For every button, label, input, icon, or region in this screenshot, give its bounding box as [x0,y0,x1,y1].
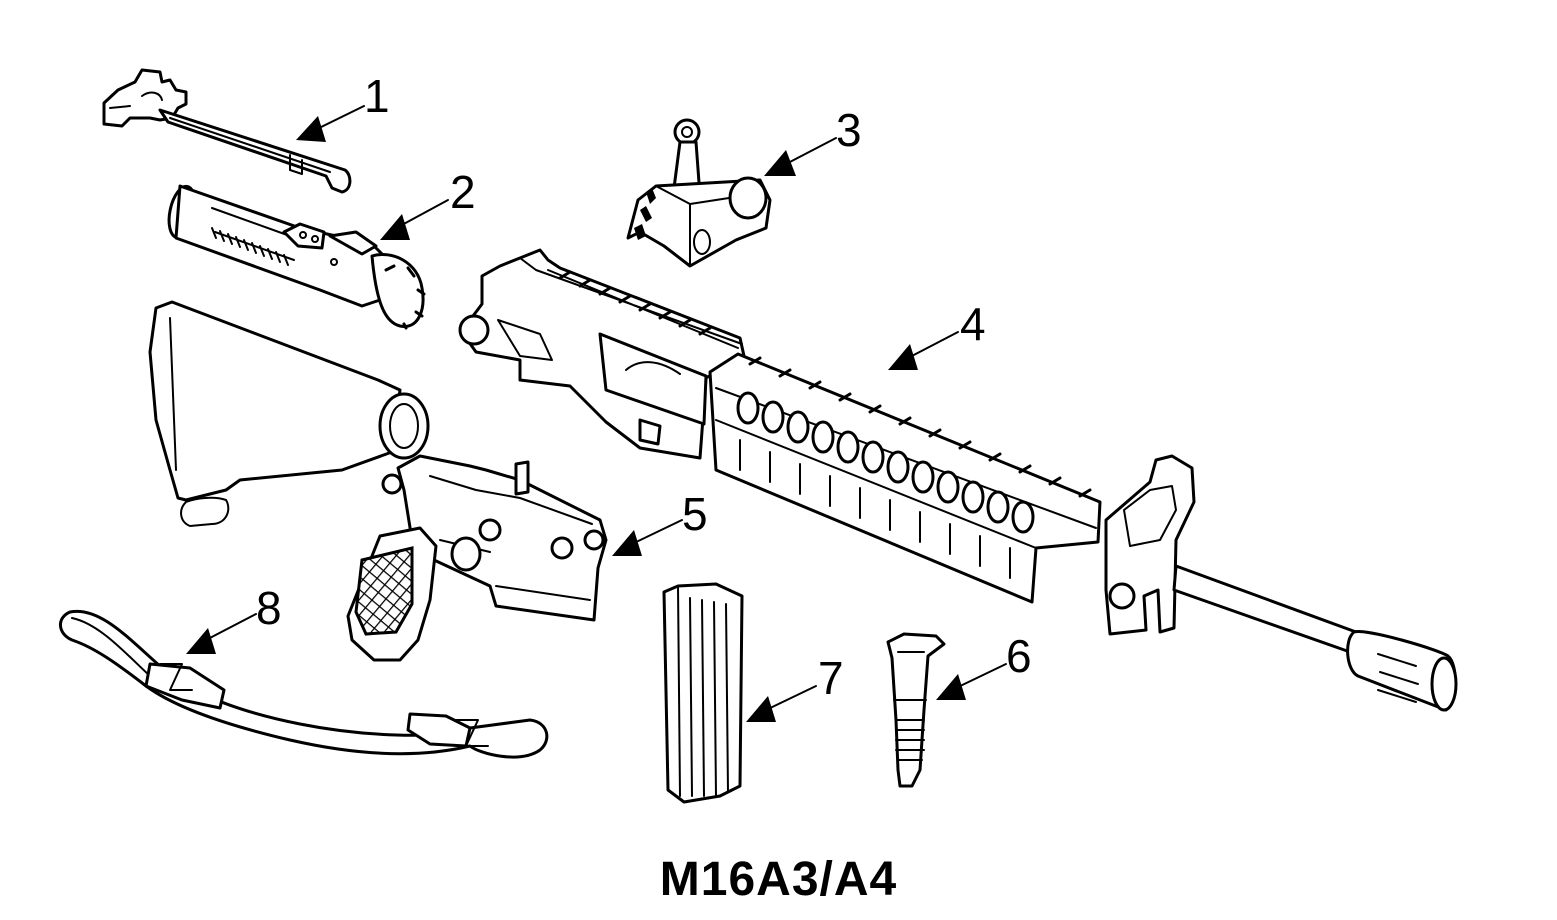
callout-5: 5 [612,488,708,556]
callout-5-label: 5 [682,488,708,540]
callout-2-label: 2 [450,166,476,218]
callout-3: 3 [764,104,862,176]
magazine-part [662,582,744,804]
callout-4-arrow [888,344,918,370]
callout-7: 7 [746,652,844,722]
bolt-carrier-group-part [167,184,426,330]
callout-6-arrow [936,674,966,700]
handguard-vent-holes [736,391,1035,534]
diagram-caption: M16A3/A4 [659,853,898,906]
callout-8: 8 [186,582,282,654]
charging-handle-part [102,68,352,194]
lower-receiver-stock-part [148,300,608,662]
upper-receiver-barrel-part [458,248,1458,712]
callout-6-label: 6 [1006,630,1032,682]
rear-sight-part [626,118,772,268]
callout-4-label: 4 [960,298,986,350]
callout-8-arrow [186,628,216,654]
callout-1-arrow [296,116,326,142]
callout-1-label: 1 [364,70,390,122]
callout-7-label: 7 [818,652,844,704]
callout-4: 4 [888,298,986,370]
callout-8-label: 8 [256,582,282,634]
callout-1: 1 [296,70,390,142]
vertical-grip-part [886,632,946,788]
callout-6: 6 [936,630,1032,700]
callout-7-arrow [746,696,776,722]
callout-2-arrow [380,214,410,240]
callout-3-arrow [764,150,796,176]
sling-part [59,609,549,759]
callout-5-arrow [612,530,642,556]
callout-2: 2 [380,166,476,240]
callout-3-label: 3 [836,104,862,156]
